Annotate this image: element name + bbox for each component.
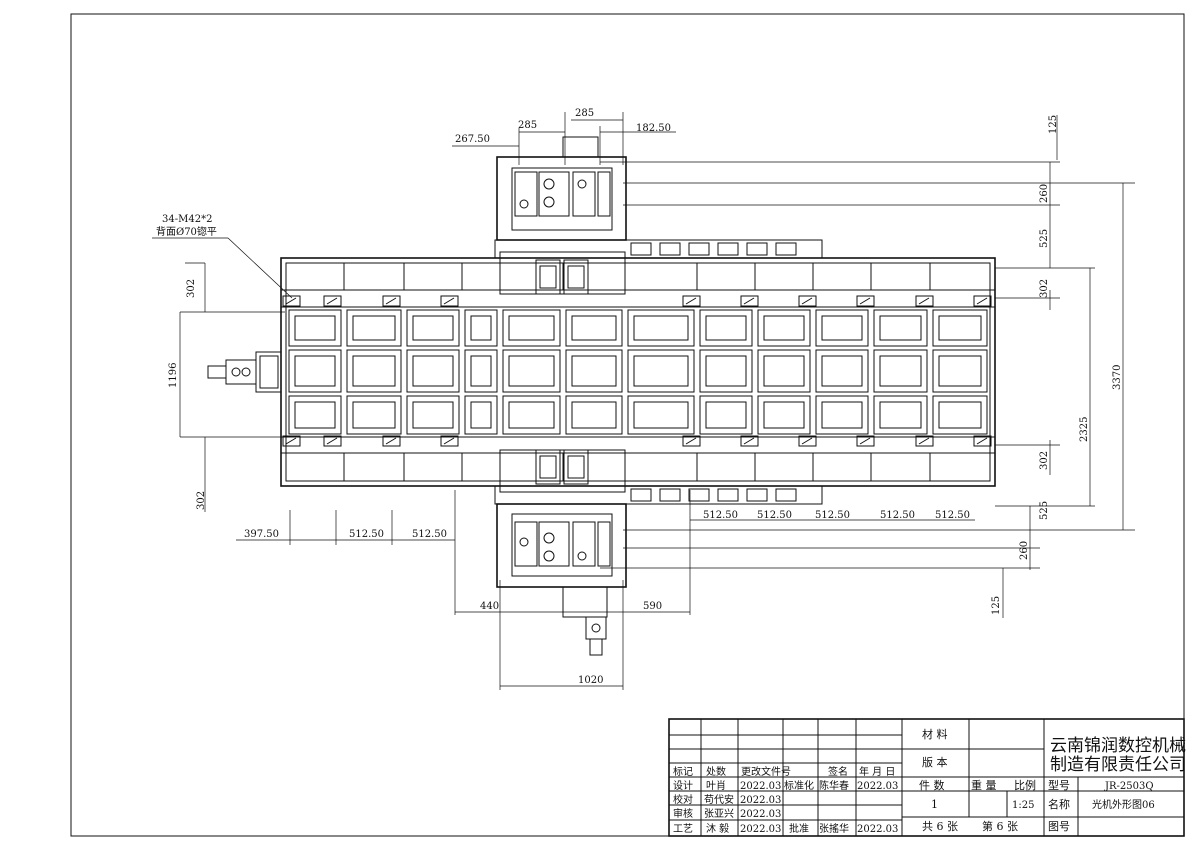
check-date: 2022.03 [740, 795, 781, 806]
scale-label: 比例 [1014, 778, 1036, 792]
dim-left-302-bottom: 302 [196, 491, 207, 510]
dim-512-r3: 512.50 [815, 510, 850, 521]
review-label: 审核 [673, 807, 693, 820]
dim-right-2325: 2325 [1079, 417, 1090, 442]
standard-label: 标准化 [784, 779, 814, 792]
annotation-thread: 34-M42*2 [162, 214, 212, 225]
dim-1020: 1020 [578, 675, 603, 686]
dim-right-125-bottom: 125 [991, 596, 1002, 615]
pieces-value: 1 [931, 798, 938, 811]
dim-right-125-top: 125 [1048, 115, 1059, 134]
dim-440: 440 [480, 601, 499, 612]
dim-512-a: 512.50 [349, 529, 384, 540]
name-value: 光机外形图06 [1092, 798, 1155, 811]
dim-512-r2: 512.50 [757, 510, 792, 521]
dim-right-302-top: 302 [1039, 279, 1050, 298]
company-line-1: 云南锦润数控机械 [1050, 736, 1186, 756]
dim-right-302-bottom: 302 [1039, 451, 1050, 470]
design-label: 设计 [673, 779, 693, 792]
dim-right-525-bottom: 525 [1039, 501, 1050, 520]
machine-body [207, 136, 996, 656]
dim-285-right: 285 [575, 108, 594, 119]
model-value: JR-2503Q [1104, 781, 1154, 792]
approve-label: 批准 [789, 822, 809, 835]
sheet-no-text: 第 6 张 [982, 819, 1018, 833]
hdr-date: 年 月 日 [859, 765, 895, 778]
dimension-texts: 267.50 285 285 182.50 302 1196 302 125 2… [156, 108, 1123, 686]
process-date: 2022.03 [740, 824, 781, 835]
review-date: 2022.03 [740, 809, 781, 820]
check-name: 苟代安 [704, 793, 734, 806]
model-label: 型号 [1048, 778, 1070, 792]
company-line-2: 制造有限责任公司 [1050, 755, 1186, 775]
design-date: 2022.03 [740, 781, 781, 792]
hdr-change-doc: 更改文件号 [741, 765, 791, 778]
dimension-lines [152, 112, 1135, 690]
dim-right-525-top: 525 [1039, 229, 1050, 248]
sheets-text: 共 6 张 [922, 820, 958, 833]
process-label: 工艺 [673, 823, 693, 835]
dim-590: 590 [643, 601, 662, 612]
review-name: 张亚兴 [704, 808, 734, 820]
hdr-count: 处数 [706, 765, 726, 778]
hdr-mark: 标记 [673, 766, 693, 778]
check-label: 校对 [673, 793, 693, 806]
dim-397: 397.50 [244, 529, 279, 540]
drawing-no-label: 图号 [1048, 820, 1070, 833]
pieces-label: 件 数 [919, 779, 945, 792]
standard-name: 陈华春 [819, 779, 849, 792]
standard-date: 2022.03 [857, 781, 898, 792]
dim-512-r4: 512.50 [880, 510, 915, 521]
dim-182: 182.50 [636, 123, 671, 134]
dim-left-1196: 1196 [168, 363, 179, 388]
hdr-sign: 签名 [828, 765, 848, 778]
scale-value: 1:25 [1012, 800, 1034, 811]
dim-right-3370: 3370 [1112, 365, 1123, 390]
design-name: 叶肖 [706, 779, 726, 792]
dim-left-302-top: 302 [186, 279, 197, 298]
drawing-border [70, 13, 1185, 837]
dim-right-260-bottom: 260 [1019, 541, 1030, 560]
process-name: 沐 毅 [706, 822, 729, 835]
approve-date: 2022.03 [857, 824, 898, 835]
name-label: 名称 [1048, 797, 1070, 811]
dim-512-r1: 512.50 [703, 510, 738, 521]
dim-267: 267.50 [455, 134, 490, 145]
material-label: 材 料 [922, 727, 948, 741]
dim-512-b: 512.50 [412, 529, 447, 540]
dim-285-left: 285 [518, 120, 537, 131]
dim-right-260-top: 260 [1039, 184, 1050, 203]
dim-512-r5: 512.50 [935, 510, 970, 521]
weight-label: 重 量 [971, 778, 997, 792]
annotation-counterbore: 背面Ø70锪平 [156, 225, 217, 238]
title-block: 材 料 版 本 云南锦润数控机械 制造有限责任公司 标记 处数 更改文件号 签名… [668, 718, 1186, 837]
version-label: 版 本 [922, 755, 948, 769]
approve-name: 张搖华 [819, 822, 849, 835]
